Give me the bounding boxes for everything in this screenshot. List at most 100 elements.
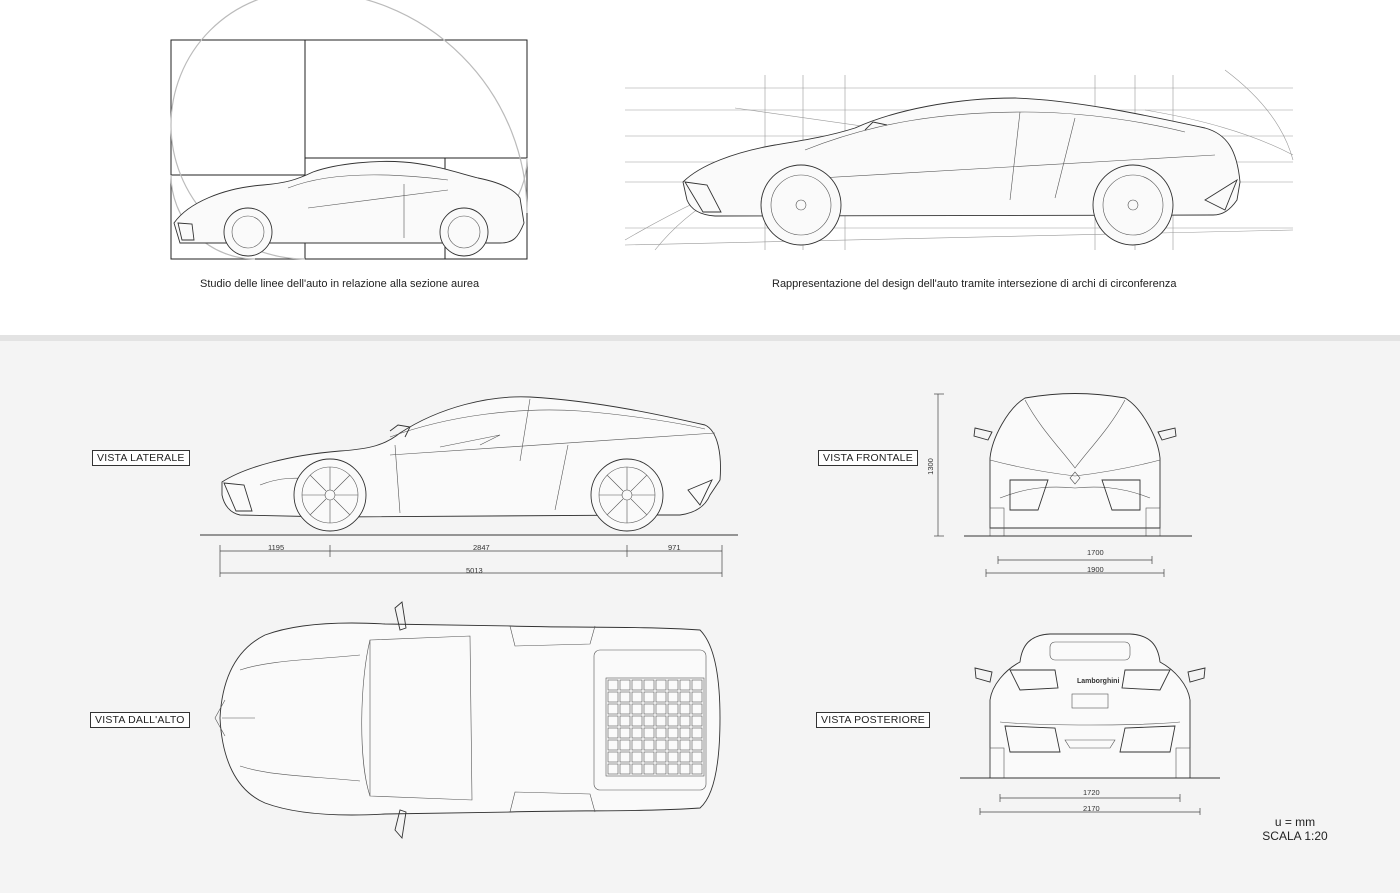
grille-cell [667, 679, 679, 691]
rear-car-body [974, 633, 1206, 779]
front-height-dimension [934, 393, 944, 537]
grille-cell [679, 715, 691, 727]
grille-cell [643, 727, 655, 739]
grille-cell [655, 679, 667, 691]
grille-cell [667, 763, 679, 775]
rear-brand-badge: Lamborghini [1077, 678, 1120, 685]
label-rear-view: VISTA POSTERIORE [816, 712, 930, 728]
side-dimension-lines [219, 545, 723, 577]
grille-cell [631, 703, 643, 715]
arc-intersection-diagram [624, 69, 1294, 251]
grille-cell [631, 727, 643, 739]
front-view-drawing [934, 393, 1192, 577]
grille-cell [691, 751, 703, 763]
grille-cell [619, 751, 631, 763]
grille-cell [679, 679, 691, 691]
grille-cell [643, 763, 655, 775]
grille-cell [667, 727, 679, 739]
grille-cell [607, 739, 619, 751]
grille-cell [667, 703, 679, 715]
side-front-wheel [293, 458, 367, 532]
grille-cell [619, 679, 631, 691]
top-view-drawing [214, 601, 721, 840]
dim-height: 1300 [925, 458, 935, 475]
dim-wheelbase: 2847 [473, 543, 490, 552]
golden-caption: Studio delle linee dell'auto in relazion… [200, 278, 480, 290]
top-car-body [214, 601, 721, 840]
arcs-caption: Rappresentazione del design dell'auto tr… [772, 278, 1177, 290]
label-top-view: VISTA DALL'ALTO [90, 712, 190, 728]
grille-cell [607, 715, 619, 727]
front-car-body [973, 393, 1177, 537]
grille-cell [643, 751, 655, 763]
grille-cell [607, 703, 619, 715]
golden-section-diagram [170, 0, 528, 260]
grille-cell [619, 691, 631, 703]
grille-cell [643, 739, 655, 751]
grille-cell [667, 691, 679, 703]
grille-cell [655, 763, 667, 775]
rear-view-drawing [960, 633, 1220, 815]
grille-cell [619, 703, 631, 715]
grille-cell [655, 715, 667, 727]
arc-car-silhouette [682, 97, 1241, 246]
grille-cell [655, 739, 667, 751]
grille-cell [643, 679, 655, 691]
grille-cell [655, 691, 667, 703]
grille-cell [691, 739, 703, 751]
grille-cell [643, 715, 655, 727]
grille-cell [631, 763, 643, 775]
study-panel: Studio delle linee dell'auto in relazion… [0, 0, 1400, 335]
grille-cell [655, 703, 667, 715]
section-divider [0, 335, 1400, 341]
rear-width-dimensions [979, 794, 1201, 815]
dim-front-width: 1900 [1087, 565, 1104, 574]
grille-cell [631, 751, 643, 763]
grille-cell [679, 703, 691, 715]
grille-cell [679, 751, 691, 763]
units-label: u = mm [1274, 815, 1316, 829]
grille-cell [607, 679, 619, 691]
dim-length: 5013 [466, 566, 483, 575]
side-view-drawing [200, 396, 738, 577]
dim-front-overhang: 1195 [268, 543, 285, 552]
grille-cell [691, 715, 703, 727]
grille-cell [655, 751, 667, 763]
grille-cell [691, 691, 703, 703]
grille-cell [691, 703, 703, 715]
grille-cell [691, 679, 703, 691]
grille-cell [631, 739, 643, 751]
grille-cell [691, 727, 703, 739]
grille-cell [655, 727, 667, 739]
scale-label: SCALA 1:20 [1262, 829, 1328, 843]
grille-cell [679, 763, 691, 775]
units-note: u = mm SCALA 1:20 [1255, 815, 1335, 843]
label-side-view: VISTA LATERALE [92, 450, 190, 466]
engine-grille [607, 679, 703, 775]
grille-cell [667, 751, 679, 763]
grille-cell [691, 763, 703, 775]
grille-cell [643, 703, 655, 715]
grille-cell [679, 727, 691, 739]
grille-cell [619, 727, 631, 739]
grille-cell [607, 691, 619, 703]
dim-rear-width: 2170 [1083, 804, 1100, 813]
grille-cell [619, 715, 631, 727]
front-width-dimensions [985, 556, 1165, 577]
grille-cell [667, 715, 679, 727]
grille-cell [619, 739, 631, 751]
dim-rear-track: 1720 [1083, 788, 1100, 797]
grille-cell [667, 739, 679, 751]
grille-cell [643, 691, 655, 703]
grille-cell [679, 691, 691, 703]
grille-cell [607, 751, 619, 763]
grille-cell [607, 763, 619, 775]
grille-cell [631, 715, 643, 727]
grille-cell [619, 763, 631, 775]
grille-cell [631, 679, 643, 691]
label-front-view: VISTA FRONTALE [818, 450, 918, 466]
grille-cell [607, 727, 619, 739]
grille-cell [679, 739, 691, 751]
dim-rear-overhang: 971 [668, 543, 681, 552]
